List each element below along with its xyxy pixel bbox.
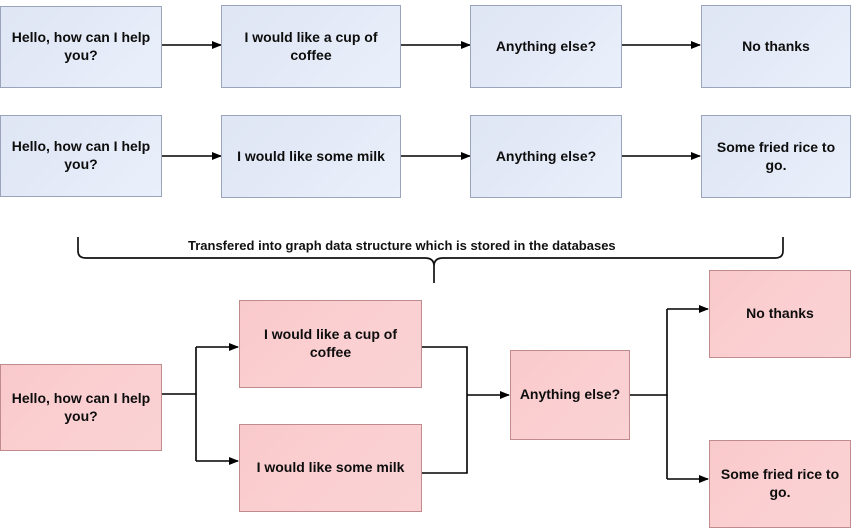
- node-label: I would like some milk: [237, 147, 385, 164]
- row1-step-anything-else[interactable]: Anything else?: [470, 5, 622, 88]
- row2-step-fried-rice[interactable]: Some fried rice to go.: [701, 115, 851, 198]
- graph-node-greeting[interactable]: Hello, how can I help you?: [0, 364, 162, 451]
- node-label: Some fried rice to go.: [716, 138, 836, 173]
- node-label: Anything else?: [519, 386, 621, 403]
- row1-step-greeting[interactable]: Hello, how can I help you?: [0, 6, 162, 88]
- graph-node-milk[interactable]: I would like some milk: [239, 424, 422, 512]
- transform-caption-text: Transfered into graph data structure whi…: [188, 238, 616, 253]
- node-label: Hello, how can I help you?: [11, 389, 151, 424]
- row1-step-no-thanks[interactable]: No thanks: [701, 5, 851, 88]
- node-label: No thanks: [746, 305, 814, 322]
- transform-caption: Transfered into graph data structure whi…: [182, 238, 622, 253]
- node-label: Anything else?: [495, 37, 597, 54]
- graph-node-no-thanks[interactable]: No thanks: [709, 270, 851, 358]
- node-label: Hello, how can I help you?: [11, 138, 151, 172]
- graph-edges-branch-1: [162, 343, 239, 465]
- row1-step-coffee[interactable]: I would like a cup of coffee: [221, 5, 401, 88]
- node-label: No thanks: [742, 37, 810, 54]
- node-label: I would like a cup of coffee: [244, 28, 378, 63]
- graph-edges-branch-2: [630, 305, 709, 483]
- node-label: Some fried rice to go.: [720, 466, 840, 500]
- row2-step-anything-else[interactable]: Anything else?: [470, 115, 622, 198]
- transform-brace: [77, 237, 784, 283]
- node-label: Anything else?: [495, 147, 597, 164]
- row2-step-milk[interactable]: I would like some milk: [221, 115, 401, 198]
- row2-step-greeting[interactable]: Hello, how can I help you?: [0, 115, 162, 197]
- node-label: I would like a cup of coffee: [263, 326, 397, 360]
- node-label: Hello, how can I help you?: [11, 29, 151, 63]
- node-label: I would like some milk: [256, 459, 405, 476]
- graph-edges-merge: [422, 346, 510, 474]
- graph-node-fried-rice[interactable]: Some fried rice to go.: [709, 440, 851, 528]
- graph-node-coffee[interactable]: I would like a cup of coffee: [239, 300, 422, 388]
- graph-node-anything-else[interactable]: Anything else?: [510, 350, 630, 440]
